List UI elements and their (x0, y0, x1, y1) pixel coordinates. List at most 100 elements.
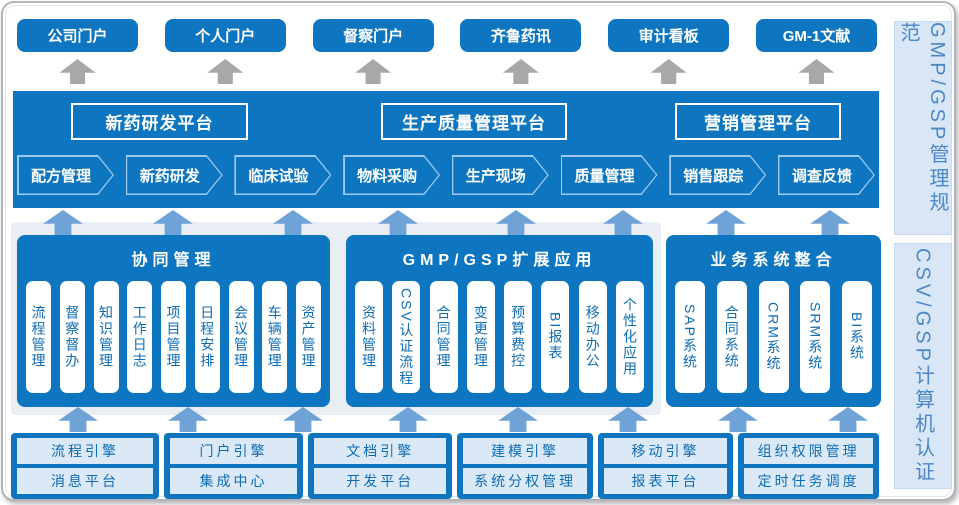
portal-button-personal: 个人门户 (164, 19, 286, 52)
gray-arrows-row (17, 59, 877, 84)
engine-cell-bottom: 集成中心 (170, 468, 298, 494)
module-pill-label: SRM系统 (807, 302, 824, 372)
module-pill-label: 变更管理 (472, 305, 489, 369)
platform-title-marketing: 营销管理平台 (675, 103, 841, 140)
engine-group: 建模引擎 系统分权管理 (457, 433, 593, 499)
engine-cell-top: 建模引擎 (463, 438, 587, 464)
module-pill-label: CSV认证流程 (398, 287, 415, 387)
module-pill-label: 流程管理 (30, 305, 47, 369)
side-panel-label: GMP/GSP管理规范 (897, 22, 948, 216)
module-pill: SAP系统 (675, 281, 705, 393)
section-title: 协同管理 (131, 252, 216, 269)
engine-group: 文档引擎 开发平台 (308, 433, 453, 499)
process-chevron-label: 配方管理 (30, 167, 91, 185)
module-pill-label: 个性化应用 (621, 297, 638, 377)
module-pill-label: 日程安排 (199, 305, 216, 369)
gray-up-arrow-icon (59, 59, 96, 84)
module-pill: 流程管理 (26, 281, 51, 393)
portal-button-company: 公司门户 (17, 19, 138, 52)
process-chevron-label: 新药研发 (139, 167, 200, 185)
blue-up-arrow-icon (828, 407, 868, 432)
module-pill: 项目管理 (161, 281, 186, 393)
engine-cell-top: 移动引擎 (603, 438, 728, 464)
process-chevron-survey-feedback: 调查反馈 (777, 155, 875, 195)
blue-up-arrow-icon (810, 210, 850, 235)
platform-band: 新药研发平台 生产质量管理平台 营销管理平台 配方管理 新药研发 临床试验 物料… (13, 91, 879, 208)
module-pill-label: 车辆管理 (266, 305, 283, 369)
process-chevron-label: 调查反馈 (791, 167, 852, 185)
side-panel-csv-certification: CSV/GSP计算机认证 (894, 243, 952, 489)
module-pill-label: 移动办公 (584, 305, 601, 369)
blue-up-arrow-icon (706, 210, 746, 235)
module-pill: CSV认证流程 (392, 281, 421, 393)
gray-up-arrow-icon (798, 59, 835, 84)
module-pill-label: BI报表 (547, 312, 564, 362)
engine-group: 门户引擎 集成中心 (164, 433, 304, 499)
module-pill: 督察督办 (59, 281, 85, 393)
process-chevron-label: 质量管理 (574, 167, 635, 185)
module-pill: BI报表 (541, 281, 570, 393)
module-pill-label: 合同管理 (435, 305, 452, 369)
module-pill: 变更管理 (466, 281, 495, 393)
process-chevron-clinical-trial: 临床试验 (234, 155, 332, 195)
module-pill: 预算费控 (504, 281, 533, 393)
gray-up-arrow-icon (650, 59, 687, 84)
module-pill-label: BI系统 (849, 312, 865, 362)
engine-cell-top: 流程引擎 (17, 438, 154, 464)
module-pill-label: 知识管理 (98, 305, 114, 369)
portal-button-supervision: 督察门户 (312, 19, 434, 52)
module-pill: CRM系统 (758, 281, 789, 393)
module-pill: 资产管理 (296, 281, 321, 393)
process-chevron-formula: 配方管理 (17, 155, 114, 195)
engine-cell-top: 组织权限管理 (744, 438, 873, 464)
module-pill: 合同系统 (716, 281, 747, 393)
process-chevron-quality: 质量管理 (560, 155, 658, 195)
section-business-integration: 业务系统整合 SAP系统 合同系统 CRM系统 SRM系统 BI系统 (666, 235, 881, 407)
module-pill-label: 资料管理 (361, 305, 377, 369)
section-title: GMP/GSP扩展应用 (402, 252, 597, 269)
section-gmp-extension: GMP/GSP扩展应用 资料管理 CSV认证流程 合同管理 变更管理 预算费控 … (346, 235, 653, 407)
process-chevron-label: 物料采购 (357, 167, 418, 185)
process-chevron-new-drug-rd: 新药研发 (125, 155, 223, 195)
process-chevron-label: 生产现场 (465, 167, 526, 185)
engine-cell-bottom: 报表平台 (603, 468, 728, 494)
module-pill: 个性化应用 (615, 281, 644, 393)
side-panel-gmp-regulation: GMP/GSP管理规范 (894, 21, 952, 235)
module-pill-label: SAP系统 (682, 303, 698, 370)
engine-group: 组织权限管理 定时任务调度 (738, 433, 879, 499)
blue-up-arrow-icon (718, 407, 758, 432)
module-pill-label: 会议管理 (233, 305, 249, 369)
engine-cell-top: 门户引擎 (170, 438, 298, 464)
engine-strip: 流程引擎 消息平台 门户引擎 集成中心 文档引擎 开发平台 建模引擎 系统分权管… (11, 433, 879, 499)
engine-group: 流程引擎 消息平台 (11, 433, 160, 499)
module-pill-label: 督察督办 (64, 305, 81, 369)
process-chevron-label: 销售跟踪 (683, 167, 744, 185)
module-pill: 资料管理 (355, 281, 383, 393)
portal-button-gm1-docs: GM-1文献 (755, 19, 877, 52)
module-pill: 知识管理 (93, 281, 119, 393)
process-chevron-material-purchase: 物料采购 (343, 155, 441, 195)
module-pill-label: 预算费控 (510, 305, 527, 369)
portal-button-qilu-news: 齐鲁药讯 (460, 19, 582, 52)
module-pill: 日程安排 (194, 281, 220, 393)
module-pill-label: 项目管理 (165, 305, 182, 369)
process-chevron-production-site: 生产现场 (451, 155, 549, 195)
process-chevrons-row: 配方管理 新药研发 临床试验 物料采购 生产现场 质量管理 销售跟踪 调查反馈 (17, 155, 875, 195)
module-pill: SRM系统 (800, 281, 831, 393)
platform-title-rd: 新药研发平台 (71, 103, 248, 140)
engine-cell-bottom: 消息平台 (17, 468, 154, 494)
engine-cell-bottom: 系统分权管理 (463, 468, 587, 494)
module-pill: 车辆管理 (262, 281, 288, 393)
module-pill-label: 合同系统 (723, 305, 740, 369)
engine-group: 移动引擎 报表平台 (597, 433, 734, 499)
module-pill-label: CRM系统 (765, 302, 782, 372)
engine-cell-bottom: 开发平台 (314, 468, 447, 494)
section-title: 业务系统整合 (710, 252, 837, 269)
module-pill: 工作日志 (127, 281, 153, 393)
process-chevron-label: 临床试验 (248, 167, 309, 185)
portal-buttons-row: 公司门户 个人门户 督察门户 齐鲁药讯 审计看板 GM-1文献 (17, 19, 877, 52)
module-pill-label: 工作日志 (131, 305, 148, 369)
section-collaboration: 协同管理 流程管理 督察督办 知识管理 工作日志 项目管理 日程安排 会议管理 … (17, 235, 330, 407)
module-pill-label: 资产管理 (300, 305, 317, 369)
